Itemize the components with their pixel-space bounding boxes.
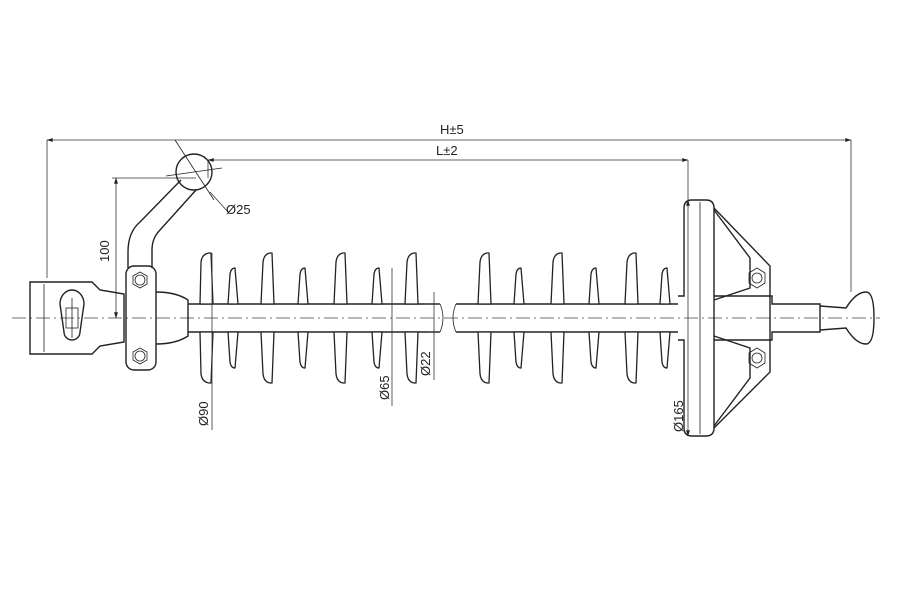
sheds-right: [477, 252, 671, 384]
grading-ring: Ø165: [671, 199, 771, 437]
sheath-diameter-label: Ø22: [418, 351, 433, 376]
grading-ring-diameter-label: Ø165: [671, 400, 686, 432]
left-end-fitting: [29, 281, 125, 355]
small-shed: [513, 267, 525, 369]
overall-length-label: H±5: [440, 122, 464, 137]
large-shed: [550, 252, 565, 384]
large-shed: [477, 252, 492, 384]
ring-diameter-label: Ø25: [226, 202, 251, 217]
arcing-horn: Ø25: [125, 139, 251, 371]
large-shed: [199, 252, 214, 384]
small-shed: [659, 267, 671, 369]
sheds-left: [199, 252, 419, 384]
height-label: 100: [97, 240, 112, 262]
shed-diameter-dimensions: Ø90 Ø65 Ø22: [196, 253, 440, 430]
insulation-length-label: L±2: [436, 143, 458, 158]
right-end-fitting: [714, 291, 875, 345]
large-shed: [333, 252, 348, 384]
small-shed: [227, 267, 239, 369]
insulation-length-dimension: L±2: [207, 143, 689, 200]
large-shed: [404, 252, 419, 384]
overall-length-dimension: H±5: [46, 122, 852, 292]
large-shed-diameter-label: Ø90: [196, 401, 211, 426]
small-shed: [588, 267, 600, 369]
small-shed: [371, 267, 383, 369]
large-shed: [624, 252, 639, 384]
large-shed: [260, 252, 275, 384]
small-shed: [297, 267, 309, 369]
height-dimension: 100: [97, 177, 196, 319]
small-shed-diameter-label: Ø65: [377, 375, 392, 400]
arcing-ring: [175, 153, 213, 191]
